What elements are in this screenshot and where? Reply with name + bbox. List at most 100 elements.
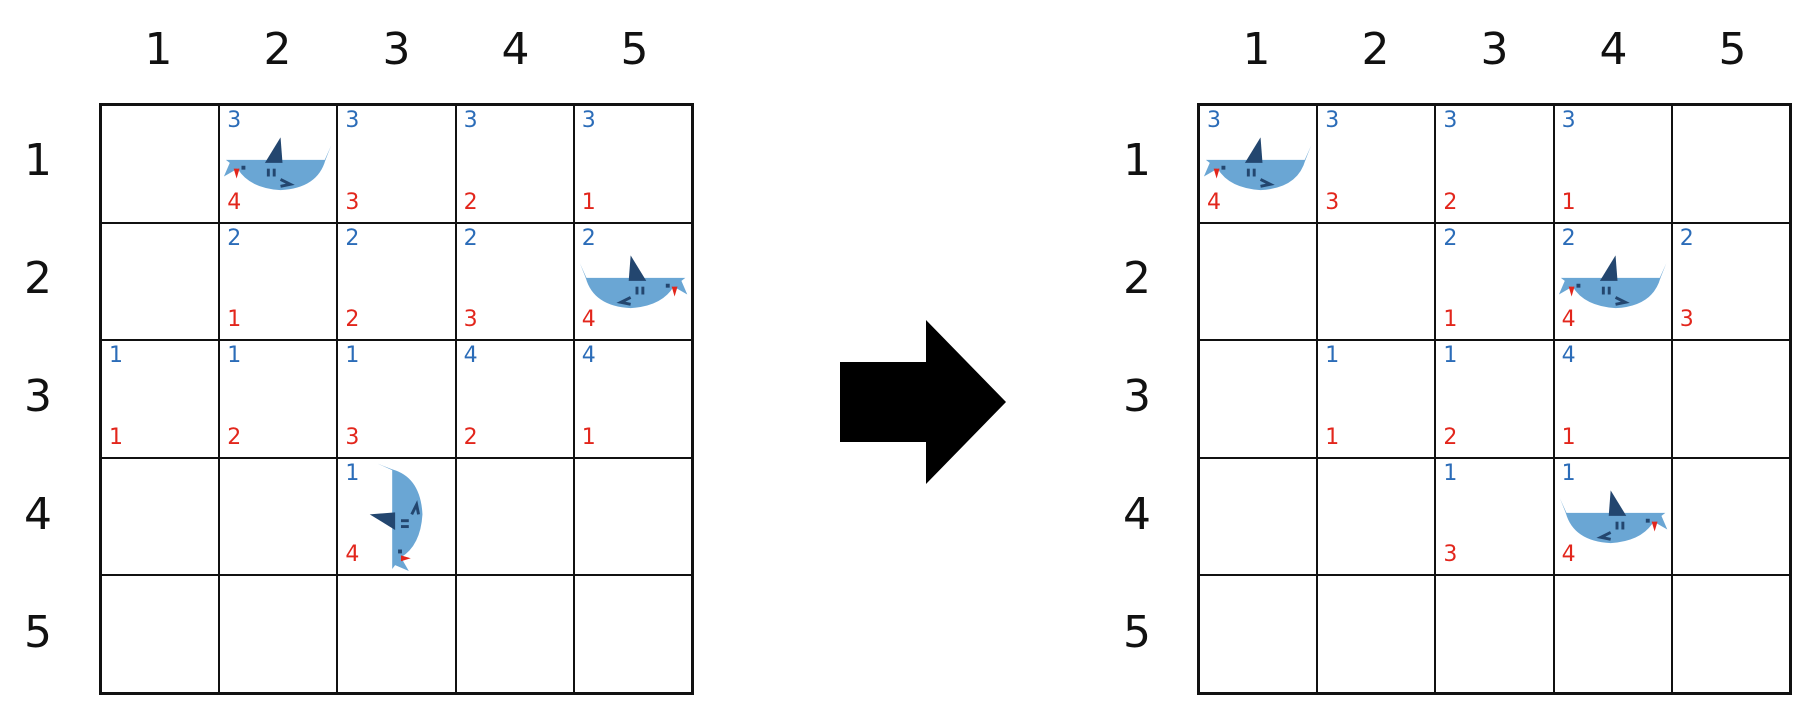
cell-top-number: 1 [345, 460, 360, 486]
cell-bottom-number: 1 [1561, 189, 1576, 215]
cell-top-number: 1 [1325, 343, 1340, 369]
cell-top-number: 1 [345, 343, 360, 369]
left-row-label-5: 5 [24, 607, 52, 658]
cell-top-number: 4 [1561, 343, 1576, 369]
left-row-label-4: 4 [24, 489, 52, 540]
right-cell-r3-c5 [1671, 340, 1790, 458]
cell-top-number: 2 [1679, 225, 1694, 251]
cell-bottom-number: 3 [1679, 307, 1694, 333]
right-cell-r3-c1 [1199, 340, 1318, 458]
cell-top-number: 1 [1443, 460, 1458, 486]
cell-bottom-number: 2 [463, 189, 478, 215]
left-cell-r1-c1 [101, 105, 220, 223]
cell-bottom-number: 1 [581, 189, 596, 215]
left-row-label-1: 1 [24, 135, 52, 186]
cell-bottom-number: 2 [345, 307, 360, 333]
cell-bottom-number: 3 [345, 189, 360, 215]
cell-top-number: 2 [345, 225, 360, 251]
cell-bottom-number: 2 [1443, 424, 1458, 450]
right-cell-r4-c5 [1671, 457, 1790, 576]
cell-bottom-number: 4 [581, 307, 596, 333]
cell-top-number: 1 [227, 343, 242, 369]
cell-bottom-number: 4 [227, 189, 242, 215]
cell-bottom-number: 1 [1561, 424, 1576, 450]
cell-bottom-number: 1 [581, 424, 596, 450]
right-col-label-1: 1 [1242, 24, 1271, 75]
cell-top-number: 2 [463, 225, 478, 251]
right-cell-r5-c4 [1553, 575, 1672, 693]
cell-top-number: 2 [227, 225, 242, 251]
cell-bottom-number: 3 [345, 424, 360, 450]
right-row-label-5: 5 [1123, 607, 1151, 658]
left-cell-r5-c4 [455, 575, 574, 693]
shark-icon [1203, 137, 1312, 191]
shark-icon [224, 137, 332, 191]
right-cell-r4-c1 [1199, 457, 1318, 576]
right-cell-r4-c2 [1317, 457, 1436, 576]
cell-top-number: 1 [109, 343, 123, 369]
cell-bottom-number: 4 [1561, 307, 1576, 333]
left-cell-r4-c5 [573, 457, 692, 576]
cell-bottom-number: 4 [1561, 542, 1576, 568]
cell-top-number: 3 [463, 108, 478, 133]
cell-bottom-number: 3 [1325, 189, 1340, 215]
cell-top-number: 2 [1443, 225, 1458, 251]
cell-bottom-number: 2 [227, 424, 242, 450]
cell-top-number: 3 [1561, 108, 1576, 133]
cell-bottom-number: 3 [1443, 542, 1458, 568]
cell-top-number: 4 [581, 343, 596, 369]
right-row-label-3: 3 [1123, 371, 1151, 422]
right-row-label-4: 4 [1123, 489, 1151, 540]
right-cell-r5-c3 [1435, 575, 1554, 693]
shark-icon [579, 255, 688, 308]
cell-top-number: 3 [1207, 108, 1221, 133]
left-row-label-2: 2 [24, 253, 52, 304]
cell-top-number: 2 [1561, 225, 1576, 251]
left-cell-r5-c2 [219, 575, 338, 693]
right-col-label-4: 4 [1599, 24, 1628, 75]
cell-bottom-number: 1 [227, 307, 242, 333]
cell-top-number: 4 [463, 343, 478, 369]
right-col-label-5: 5 [1718, 24, 1747, 75]
left-col-label-1: 1 [144, 24, 173, 75]
cell-top-number: 3 [1443, 108, 1458, 133]
cell-top-number: 1 [1443, 343, 1458, 369]
cell-top-number: 3 [1325, 108, 1340, 133]
left-row-label-3: 3 [24, 371, 52, 422]
cell-top-number: 3 [345, 108, 360, 133]
cell-bottom-number: 4 [1207, 189, 1221, 215]
right-arrow-icon [840, 320, 1006, 484]
left-cell-r5-c1 [101, 575, 220, 693]
left-col-label-3: 3 [382, 24, 411, 75]
right-row-label-1: 1 [1123, 135, 1151, 186]
right-cell-r1-c5 [1671, 105, 1790, 223]
left-cell-r5-c3 [337, 575, 456, 693]
right-cell-r2-c2 [1317, 222, 1436, 341]
shark-icon [370, 463, 423, 571]
right-cell-r5-c2 [1317, 575, 1436, 693]
right-cell-r5-c5 [1671, 575, 1790, 693]
cell-bottom-number: 2 [1443, 189, 1458, 215]
